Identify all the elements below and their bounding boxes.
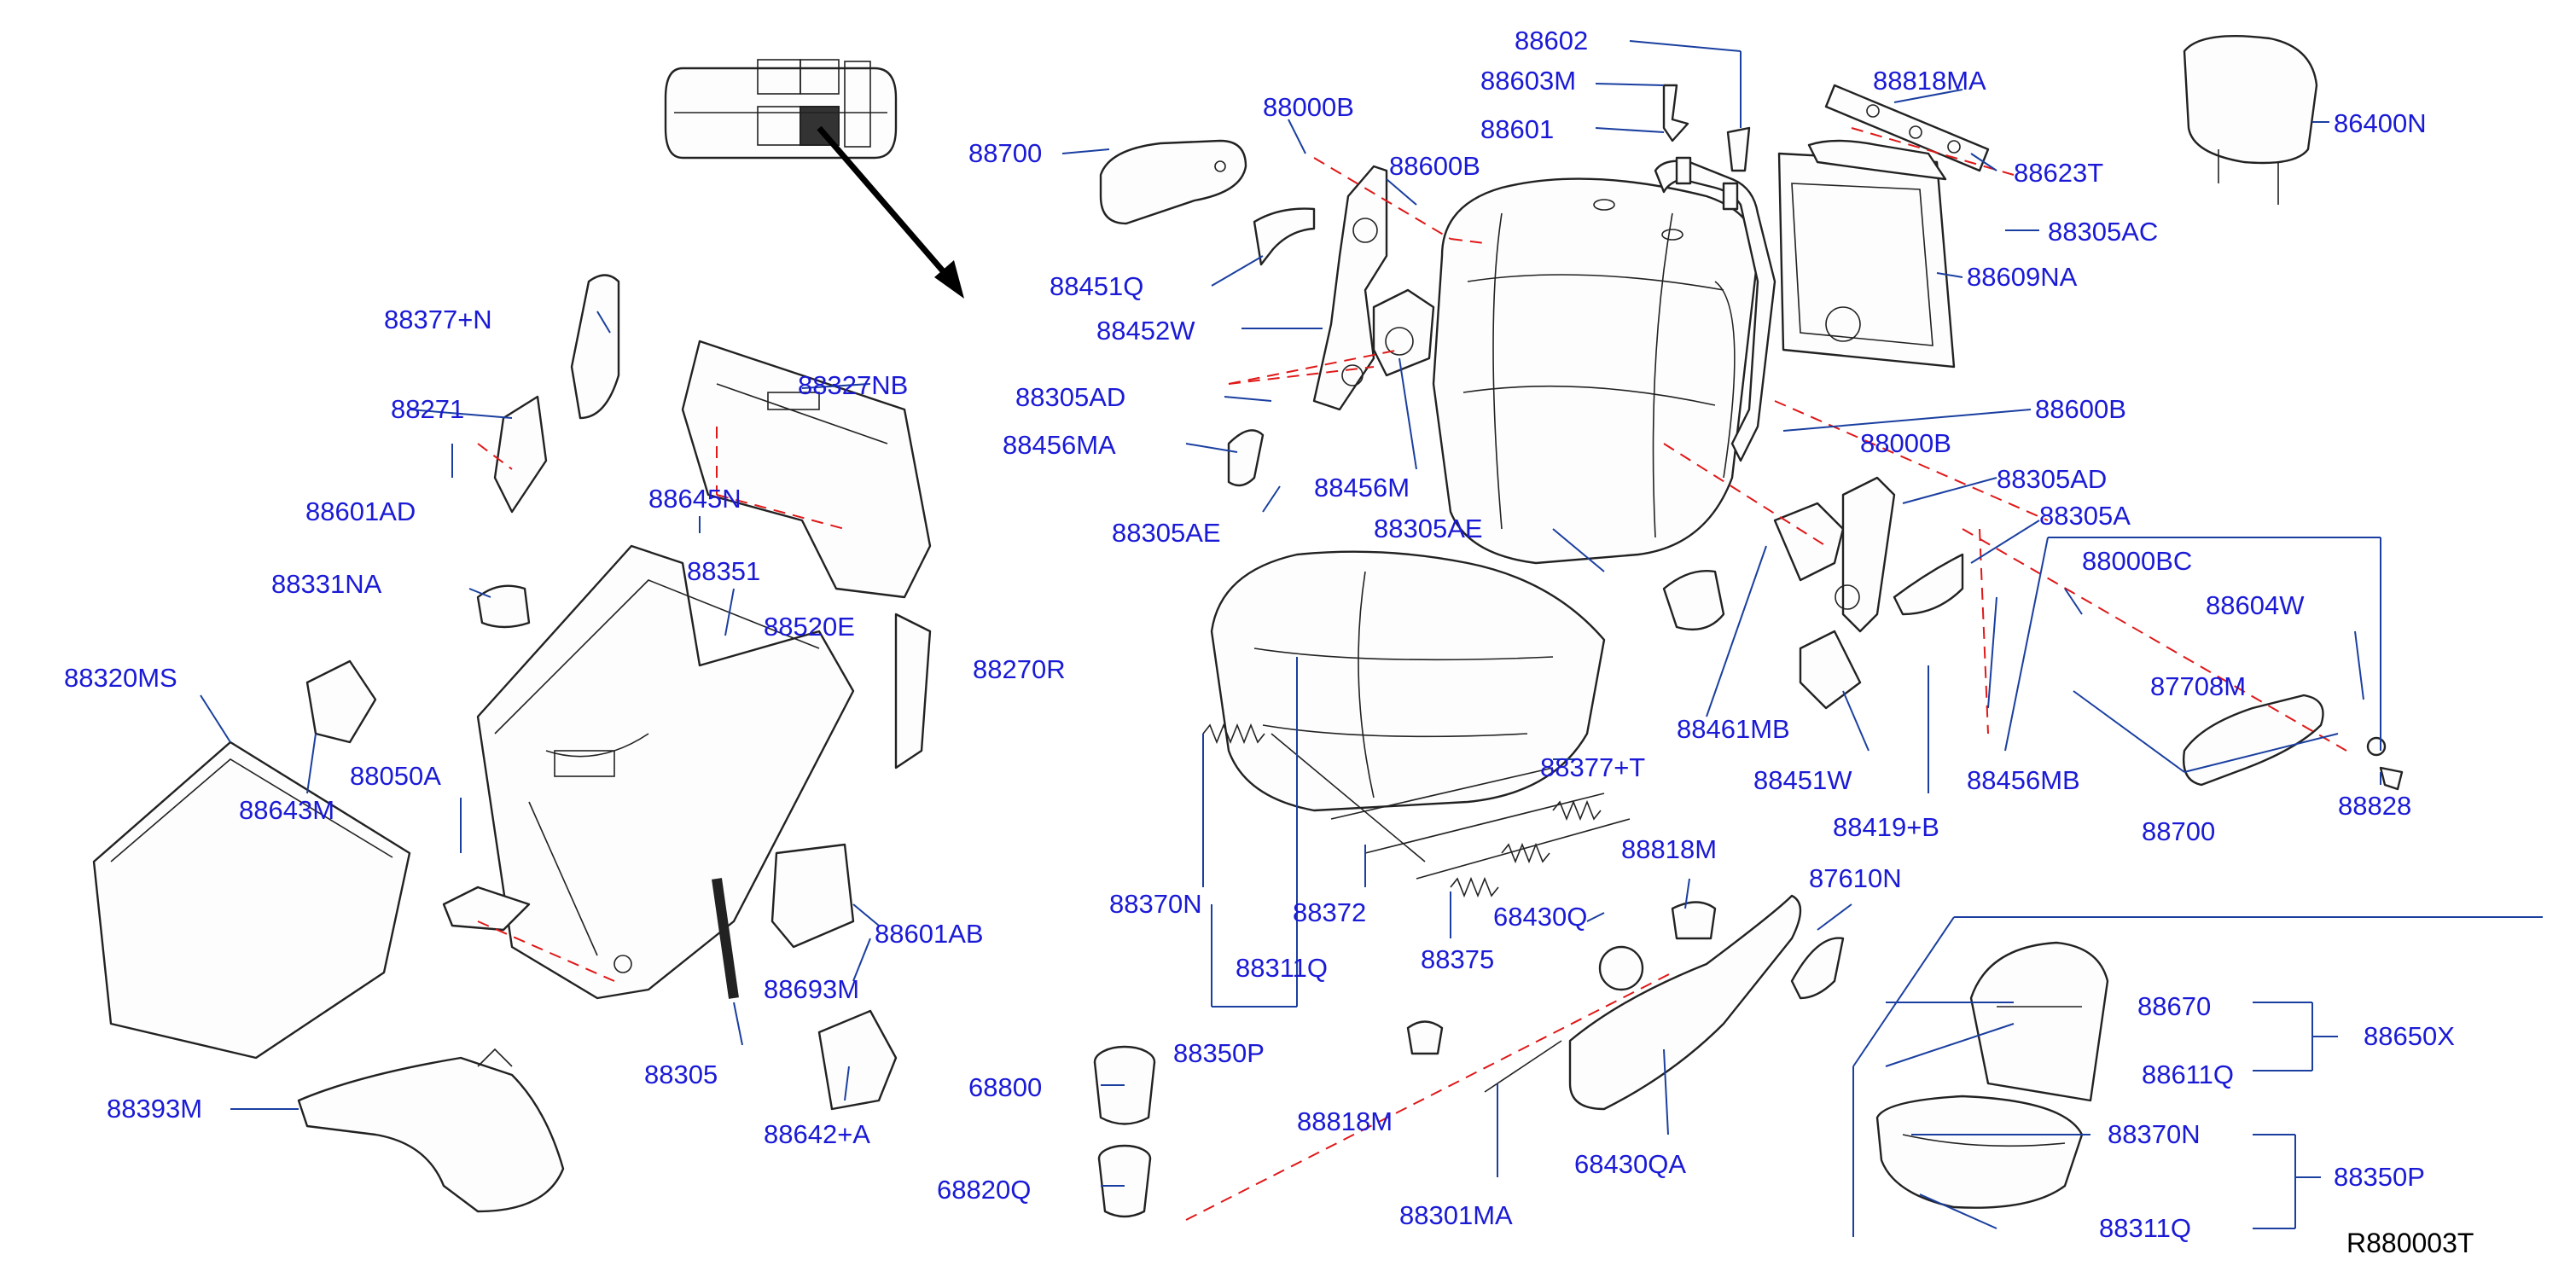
callout-88700-lower: 88700 bbox=[2142, 816, 2215, 846]
callout-88270r: 88270R bbox=[973, 654, 1066, 684]
headrest-part bbox=[2183, 34, 2318, 205]
side-shield-part bbox=[1568, 894, 1845, 1111]
callout-88305ad-left: 88305AD bbox=[1015, 382, 1125, 412]
callout-88393m: 88393M bbox=[107, 1094, 202, 1124]
callout-88271: 88271 bbox=[391, 394, 464, 424]
leader-lines bbox=[200, 40, 2381, 1229]
armrest-lower-part bbox=[2183, 694, 2404, 791]
armrest-upper-part bbox=[1099, 139, 1247, 225]
callout-68820q: 68820Q bbox=[937, 1175, 1031, 1205]
callout-88331na: 88331NA bbox=[271, 569, 382, 599]
callout-88452w: 88452W bbox=[1096, 316, 1195, 346]
cup-holder-parts bbox=[1093, 1045, 1156, 1218]
callout-88600b-upper: 88600B bbox=[1389, 151, 1480, 181]
callout-88456mb: 88456MB bbox=[1967, 765, 2080, 795]
callout-88000b-right: 88000B bbox=[1860, 428, 1951, 458]
diagram-reference-code: R880003T bbox=[2346, 1228, 2474, 1258]
seatback-back-board-part bbox=[1777, 139, 1956, 369]
callout-88623t: 88623T bbox=[2014, 158, 2103, 188]
seat-pan-back-panel-part bbox=[681, 340, 932, 599]
callout-88320ms: 88320MS bbox=[64, 663, 177, 693]
callout-88000bc: 88000BC bbox=[2082, 546, 2192, 576]
callout-88520e: 88520E bbox=[764, 612, 855, 642]
callout-88456ma: 88456MA bbox=[1003, 430, 1116, 460]
callout-88305ae-right: 88305AE bbox=[1374, 514, 1483, 543]
callout-88693m: 88693M bbox=[764, 974, 859, 1004]
callout-labels: 88700 88000B 88600B 88451Q 88452W 88305A… bbox=[64, 26, 2455, 1243]
right-recliner-part bbox=[1773, 476, 1964, 710]
callout-88000b-upper: 88000B bbox=[1263, 92, 1354, 122]
callout-88611q: 88611Q bbox=[2142, 1060, 2234, 1089]
callout-88602: 88602 bbox=[1515, 26, 1588, 55]
callout-88350p-inset: 88350P bbox=[2334, 1162, 2425, 1192]
callout-88828: 88828 bbox=[2338, 791, 2411, 821]
seat-clips-part bbox=[1406, 901, 1717, 1093]
callout-86400n: 86400N bbox=[2334, 108, 2427, 138]
callout-88370n-inset: 88370N bbox=[2108, 1119, 2201, 1149]
callout-88451w: 88451W bbox=[1753, 765, 1852, 795]
callout-88327nb: 88327NB bbox=[798, 370, 908, 400]
callout-88670: 88670 bbox=[2137, 991, 2211, 1021]
seat-cushion-part bbox=[1210, 550, 1606, 812]
callout-88600b-right: 88600B bbox=[2035, 394, 2126, 424]
callout-88818m-upper: 88818M bbox=[1621, 834, 1717, 864]
callout-88601ad: 88601AD bbox=[305, 497, 416, 526]
seat-frame-part bbox=[442, 544, 855, 1000]
cushion-support-parts bbox=[305, 584, 932, 1111]
callout-88461mb: 88461MB bbox=[1677, 714, 1790, 744]
callout-88377n: 88377+N bbox=[384, 305, 492, 334]
callout-88305: 88305 bbox=[644, 1060, 718, 1089]
callout-88351: 88351 bbox=[687, 556, 760, 586]
callout-88305a: 88305A bbox=[2039, 501, 2131, 531]
assembly-dash-lines bbox=[477, 127, 2347, 1221]
callout-88370n-main: 88370N bbox=[1109, 889, 1202, 919]
callout-88456m: 88456M bbox=[1314, 473, 1410, 502]
recliner-frame-part bbox=[1312, 165, 1435, 411]
hinge-cover-part bbox=[1253, 207, 1316, 266]
callout-88650x: 88650X bbox=[2364, 1021, 2455, 1051]
under-cover-part bbox=[297, 1048, 565, 1213]
callout-88305ae-left: 88305AE bbox=[1112, 518, 1221, 548]
callout-88311q-inset: 88311Q bbox=[2099, 1213, 2191, 1243]
callout-88645n: 88645N bbox=[648, 484, 741, 514]
callout-88818m-lower: 88818M bbox=[1297, 1106, 1393, 1136]
callout-88375: 88375 bbox=[1421, 944, 1494, 974]
callout-88818ma: 88818MA bbox=[1873, 66, 1986, 96]
callout-88700-upper: 88700 bbox=[968, 138, 1042, 168]
callout-87708m: 87708M bbox=[2150, 671, 2246, 701]
callout-88609na: 88609NA bbox=[1967, 262, 2078, 292]
headrest-guide-frame-part bbox=[1654, 156, 1776, 462]
callout-88601: 88601 bbox=[1480, 114, 1554, 144]
callout-87610n: 87610N bbox=[1809, 863, 1902, 893]
callout-88603m: 88603M bbox=[1480, 66, 1576, 96]
callout-88377t: 88377+T bbox=[1540, 752, 1645, 782]
callout-88311q-main: 88311Q bbox=[1236, 953, 1328, 983]
seatback-cushion-part bbox=[1432, 177, 1759, 565]
callout-88301ma: 88301MA bbox=[1399, 1200, 1513, 1230]
side-bracket-part bbox=[493, 274, 620, 514]
callout-88604w: 88604W bbox=[2206, 590, 2305, 620]
rear-pocket-trim-part bbox=[1824, 84, 1990, 172]
callout-68800: 68800 bbox=[968, 1072, 1042, 1102]
vehicle-seat-locator-icon bbox=[664, 59, 964, 299]
lever-knob-part bbox=[1227, 429, 1265, 487]
headrest-guide-pins bbox=[1662, 84, 1751, 172]
callout-88350p-main: 88350P bbox=[1173, 1038, 1265, 1068]
callout-88601ab: 88601AB bbox=[875, 919, 984, 949]
callout-88451q: 88451Q bbox=[1050, 271, 1143, 301]
callout-68430q: 68430Q bbox=[1493, 902, 1587, 932]
callout-88305ad-right: 88305AD bbox=[1997, 464, 2107, 494]
callout-88050a: 88050A bbox=[350, 761, 441, 791]
callout-88372: 88372 bbox=[1293, 897, 1366, 927]
gas-strut-part bbox=[712, 878, 739, 999]
lumbar-knob-part bbox=[1662, 570, 1725, 630]
callout-88642a: 88642+A bbox=[764, 1119, 870, 1149]
callout-88419b: 88419+B bbox=[1833, 812, 1939, 842]
callout-88305ac: 88305AC bbox=[2048, 217, 2158, 247]
callout-68430qa: 68430QA bbox=[1574, 1149, 1686, 1179]
seat-cover-inset bbox=[1852, 916, 2543, 1237]
callout-88643m: 88643M bbox=[239, 795, 334, 825]
